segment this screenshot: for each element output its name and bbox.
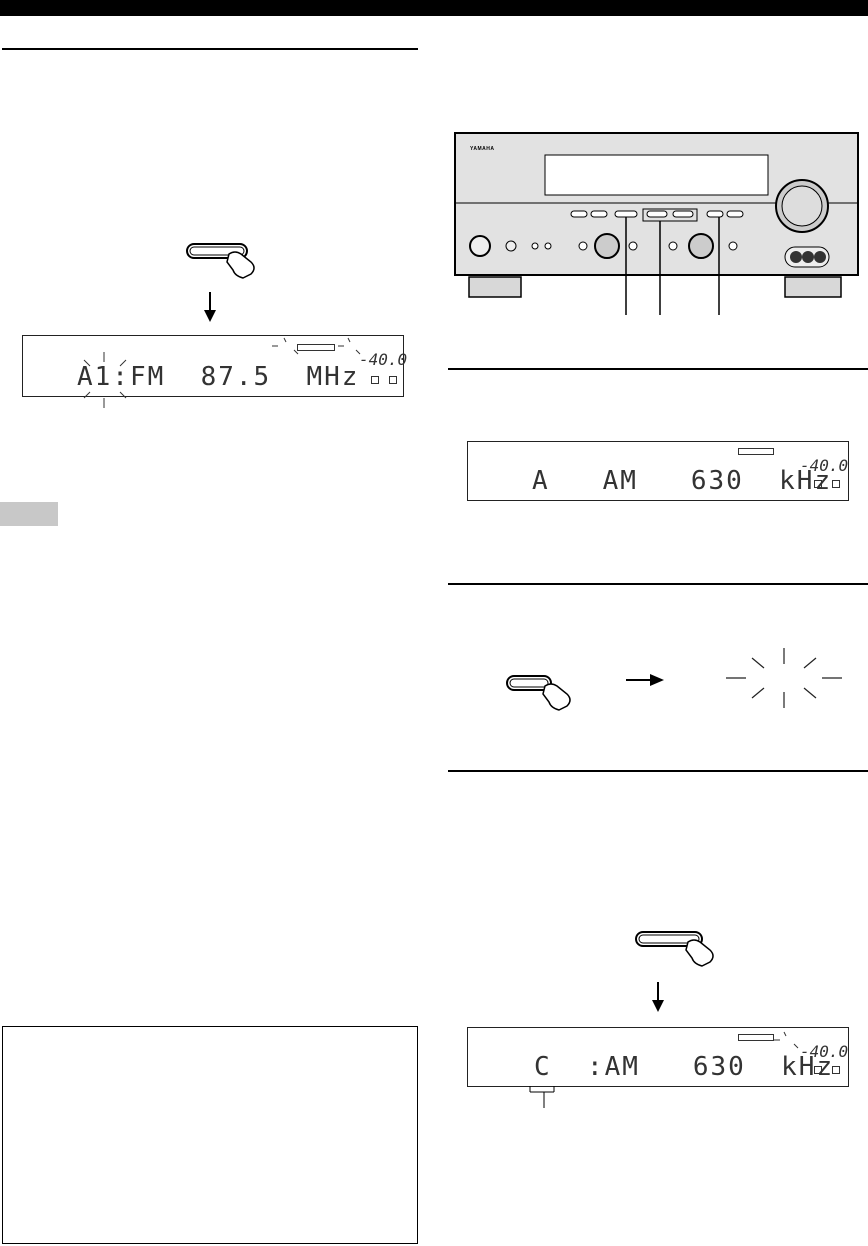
volume-readout: -40.0 bbox=[800, 456, 849, 475]
info-box bbox=[2, 1026, 418, 1244]
note-label bbox=[0, 502, 58, 526]
arrow-down-icon bbox=[204, 292, 216, 322]
cursor-pointer-line bbox=[529, 1086, 555, 1108]
page-header-bar bbox=[0, 0, 868, 16]
display-text: A1:FM 87.5 MHz bbox=[77, 362, 360, 392]
section-rule-right-1 bbox=[448, 368, 868, 370]
pressing-hand-icon bbox=[635, 931, 714, 967]
blinking-indicator-icon bbox=[726, 648, 842, 708]
pressing-hand-icon bbox=[186, 243, 255, 279]
section-rule-left bbox=[2, 48, 418, 50]
volume-readout: -40.0 bbox=[800, 1042, 849, 1061]
arrow-down-icon bbox=[652, 982, 664, 1012]
brand-logo: YAMAHA bbox=[470, 146, 495, 152]
blinking-indicator-icon bbox=[774, 1031, 799, 1049]
display-text: C :AM 630 kHz bbox=[534, 1052, 835, 1082]
display-panel-3: C :AM 630 kHz -40.0 bbox=[467, 1027, 849, 1087]
receiver-front-panel-icon bbox=[454, 132, 859, 315]
blinking-indicator-icon bbox=[272, 337, 361, 355]
section-rule-right-2 bbox=[448, 583, 868, 585]
display-panel-1: A1:FM 87.5 MHz -40.0 bbox=[22, 335, 408, 397]
blinking-indicator-icon bbox=[83, 352, 127, 408]
display-text: A AM 630 kHz bbox=[532, 466, 833, 496]
section-rule-right-3 bbox=[448, 770, 868, 772]
arrow-right-icon bbox=[626, 674, 664, 686]
pressing-hand-icon bbox=[506, 675, 571, 711]
display-panel-2: A AM 630 kHz -40.0 bbox=[467, 441, 849, 501]
volume-readout: -40.0 bbox=[359, 350, 408, 369]
